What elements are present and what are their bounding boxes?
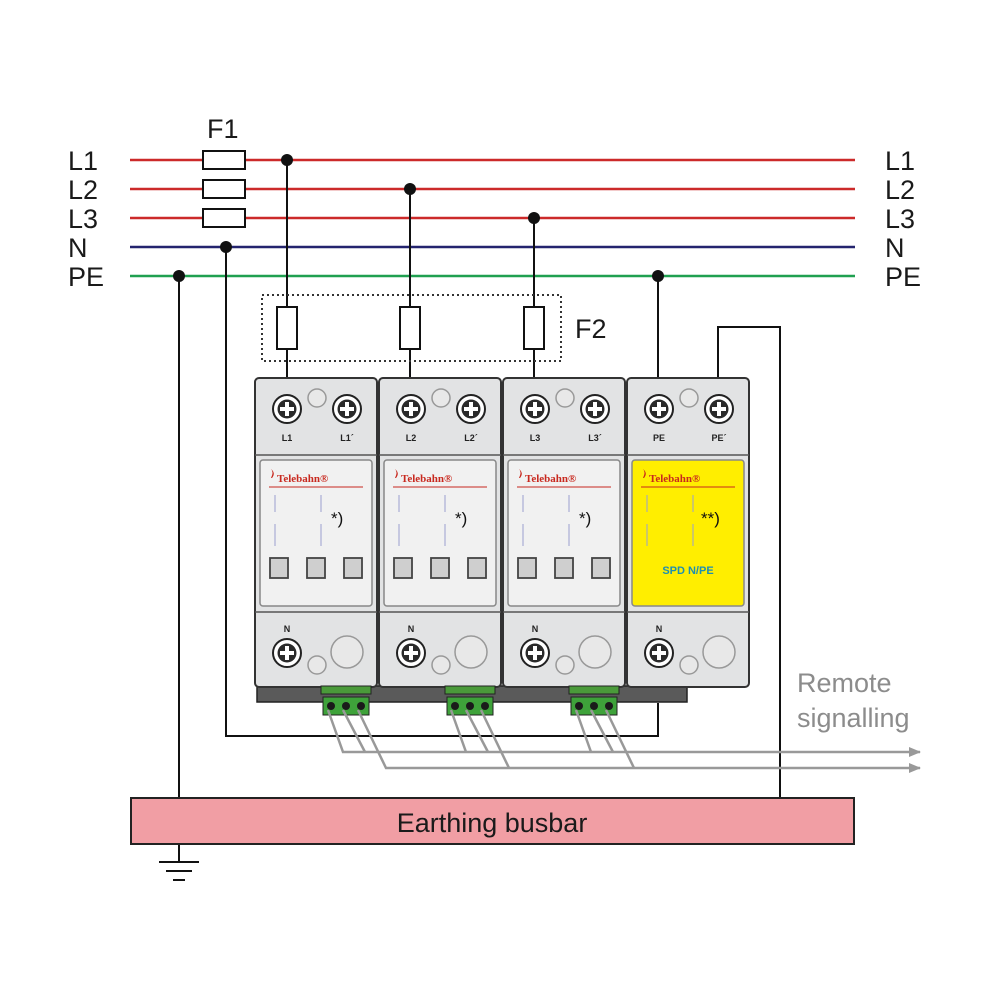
right-label-n: N (885, 233, 905, 263)
terminal-screw-icon (520, 394, 550, 424)
status-window (393, 557, 413, 579)
f2-fuse-l3 (523, 306, 545, 350)
terminal-screw-icon (644, 394, 674, 424)
left-label-pe: PE (68, 262, 104, 292)
left-label-n: N (68, 233, 88, 263)
terminal-label: L2 (406, 433, 417, 443)
svg-text:Telebahn®: Telebahn® (277, 473, 328, 485)
indicator-hole (702, 635, 736, 669)
ground-icon (159, 861, 199, 881)
f1-fuse-l3 (202, 208, 246, 228)
indicator-hole (679, 388, 699, 408)
svg-text:Telebahn®: Telebahn® (649, 473, 700, 485)
f1-fuse-l1 (202, 150, 246, 170)
f2-label: F2 (575, 314, 607, 344)
spd-module-4: PE PE´ Telebahn® **) SPD N/PE N (626, 377, 750, 688)
plug-in-panel (631, 459, 745, 607)
terminal-label: PE´ (711, 433, 726, 443)
f1-label: F1 (207, 114, 239, 144)
right-label-l1: L1 (885, 146, 915, 176)
right-label-pe: PE (885, 262, 921, 292)
earthing-busbar (130, 797, 855, 845)
terminal-label: PE (653, 433, 665, 443)
footnote-marker: *) (331, 509, 343, 528)
telebahn-logo: Telebahn® (269, 469, 363, 488)
left-line-labels: L1 L2 L3 N PE (68, 146, 104, 292)
status-window (554, 557, 574, 579)
spd-module-1: L1 L1´ Telebahn® *) N (254, 377, 378, 716)
f2-fuse-group (261, 294, 562, 362)
indicator-hole (307, 655, 327, 675)
terminal-label: N (656, 624, 663, 634)
left-label-l2: L2 (68, 175, 98, 205)
footnote-marker: *) (455, 509, 467, 528)
f2-fuse-l2 (399, 306, 421, 350)
terminal-label: L1 (282, 433, 293, 443)
indicator-hole (679, 655, 699, 675)
terminal-screw-icon (520, 638, 550, 668)
right-label-l3: L3 (885, 204, 915, 234)
remote-contact-connector (320, 685, 372, 716)
indicator-hole (555, 388, 575, 408)
spd-modules: L1 L1´ Telebahn® *) N L2 L2´ Telebahn® *) N L3 L3´ T… (254, 377, 750, 716)
status-window (343, 557, 363, 579)
svg-text:Telebahn®: Telebahn® (401, 473, 452, 485)
f1-fuses (202, 150, 246, 228)
f2-fuses (276, 306, 545, 350)
remote-contact-connector (568, 685, 620, 716)
terminal-label: L2´ (464, 433, 478, 443)
status-window (467, 557, 487, 579)
status-window (430, 557, 450, 579)
indicator-hole (555, 655, 575, 675)
status-window (517, 557, 537, 579)
telebahn-logo: Telebahn® (393, 469, 487, 488)
status-window (591, 557, 611, 579)
indicator-hole (454, 635, 488, 669)
footnote-marker: **) (701, 509, 720, 528)
status-window (269, 557, 289, 579)
terminal-label: N (532, 624, 539, 634)
terminal-screw-icon (644, 638, 674, 668)
left-label-l3: L3 (68, 204, 98, 234)
indicator-hole (431, 655, 451, 675)
terminal-label: L3´ (588, 433, 602, 443)
terminal-label: N (284, 624, 291, 634)
terminal-screw-icon (396, 638, 426, 668)
terminal-label: L3 (530, 433, 541, 443)
terminal-label: N (408, 624, 415, 634)
earthing-busbar-label: Earthing busbar (397, 808, 588, 838)
spd-np-label: SPD N/PE (662, 565, 713, 577)
f2-fuse-l1 (276, 306, 298, 350)
f1-fuse-l2 (202, 179, 246, 199)
telebahn-logo: Telebahn® (641, 469, 735, 488)
terminal-screw-icon (704, 394, 734, 424)
indicator-hole (307, 388, 327, 408)
indicator-hole (330, 635, 364, 669)
branch-wires (178, 160, 781, 862)
terminal-label: L1´ (340, 433, 354, 443)
indicator-hole (578, 635, 612, 669)
terminal-screw-icon (396, 394, 426, 424)
status-window (306, 557, 326, 579)
right-label-l2: L2 (885, 175, 915, 205)
terminal-screw-icon (272, 394, 302, 424)
terminal-screw-icon (332, 394, 362, 424)
svg-text:Telebahn®: Telebahn® (525, 473, 576, 485)
spd-module-2: L2 L2´ Telebahn® *) N (378, 377, 502, 716)
terminal-screw-icon (456, 394, 486, 424)
right-line-labels: L1 L2 L3 N PE (885, 146, 921, 292)
terminal-screw-icon (272, 638, 302, 668)
remote-signal-wires (326, 709, 921, 773)
footnote-marker: *) (579, 509, 591, 528)
remote-signalling-line2: signalling (797, 703, 910, 733)
main-conductors (130, 158, 855, 278)
left-label-l1: L1 (68, 146, 98, 176)
indicator-hole (431, 388, 451, 408)
spd-module-3: L3 L3´ Telebahn® *) N (502, 377, 626, 716)
remote-signalling-line1: Remote (797, 668, 892, 698)
telebahn-logo: Telebahn® (517, 469, 611, 488)
terminal-screw-icon (580, 394, 610, 424)
